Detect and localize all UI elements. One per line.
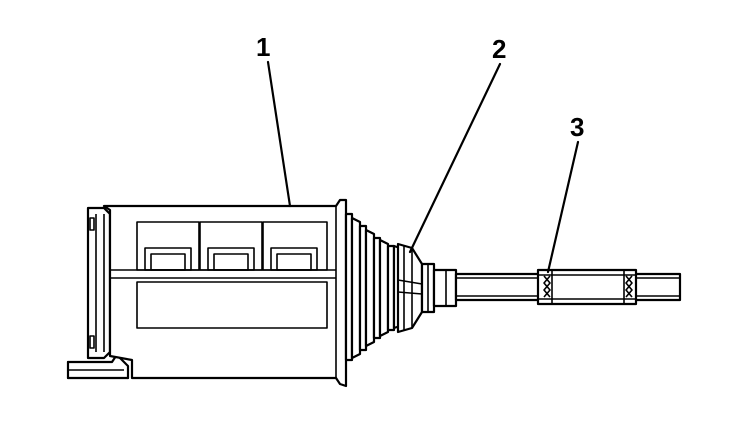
- callout-1: 1: [256, 32, 270, 62]
- clip-window-right: [262, 221, 328, 271]
- callout-3: 3: [570, 112, 584, 142]
- boot-clamp: [396, 242, 458, 334]
- spline-section: [536, 268, 638, 306]
- leader-line-2: [408, 62, 502, 254]
- callout-2: 2: [492, 34, 506, 64]
- main-housing: [102, 198, 348, 388]
- ribbed-boot: [344, 212, 402, 362]
- clip-window-center: [199, 221, 263, 271]
- leader-line-1: [266, 60, 292, 208]
- clip-window-left: [136, 221, 200, 271]
- leader-lines: [266, 60, 580, 274]
- leader-line-3: [546, 140, 580, 274]
